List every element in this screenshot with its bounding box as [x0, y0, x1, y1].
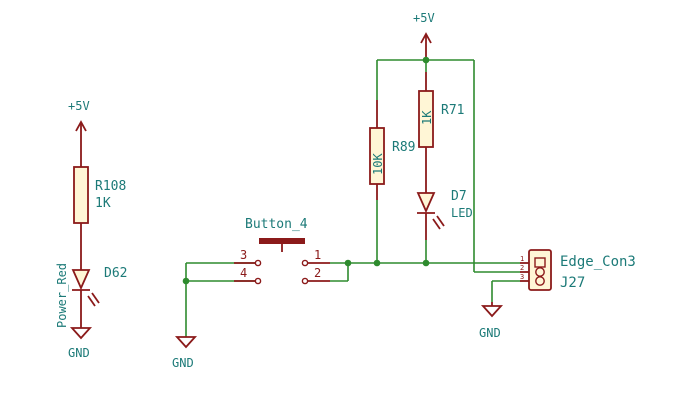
connector-pin-3: 3 — [520, 273, 524, 281]
d7-ref: D7 — [451, 189, 467, 204]
top-rail-wires — [376, 56, 520, 273]
junction-button-out — [344, 259, 352, 267]
resistor-r71: R71 1K — [418, 72, 464, 175]
button-pin-4: 4 — [240, 266, 247, 280]
r108-ref: R108 — [95, 179, 126, 194]
connector-ref: J27 — [560, 275, 585, 291]
resistor-r108: R108 1K — [73, 140, 126, 252]
d7-value: LED — [451, 206, 473, 220]
power-label-left: +5V — [68, 99, 90, 113]
connector-value: Edge_Con3 — [560, 254, 636, 270]
connector-pin-2: 2 — [520, 264, 524, 272]
gnd-label-left: GND — [68, 346, 90, 360]
d62-ref: D62 — [104, 266, 127, 281]
resistor-r89: R89 10K — [369, 100, 415, 263]
r71-value: 1K — [420, 110, 434, 125]
gnd-symbol-left: GND — [68, 318, 93, 360]
led-d7: D7 LED — [416, 175, 473, 263]
power-symbol-top: +5V — [413, 11, 435, 60]
gnd-symbol-connector: GND — [479, 302, 504, 340]
junction-button-gnd — [182, 277, 190, 285]
r89-ref: R89 — [392, 140, 415, 155]
connector-pin-1: 1 — [520, 255, 524, 263]
connector-j27: 1 2 3 Edge_Con3 J27 — [491, 249, 636, 302]
r89-value: 10K — [371, 153, 385, 175]
button-pin-3: 3 — [240, 248, 247, 262]
pushbutton-switch: Button_4 3 4 1 2 — [234, 217, 330, 285]
led-d62: D62 Power_Red — [55, 252, 127, 328]
gnd-label-connector: GND — [479, 326, 501, 340]
button-pin-1: 1 — [314, 248, 321, 262]
button-wires-right — [330, 259, 520, 282]
button-pin-2: 2 — [314, 266, 321, 280]
gnd-symbol-button: GND — [172, 336, 198, 370]
r71-ref: R71 — [441, 103, 464, 118]
d62-value: Power_Red — [55, 263, 69, 328]
gnd-label-button: GND — [172, 356, 194, 370]
junction-5v-top — [422, 56, 430, 64]
power-symbol-left: +5V — [68, 99, 90, 140]
button-ref: Button_4 — [245, 217, 308, 232]
r108-value: 1K — [95, 196, 111, 211]
power-label-top: +5V — [413, 11, 435, 25]
